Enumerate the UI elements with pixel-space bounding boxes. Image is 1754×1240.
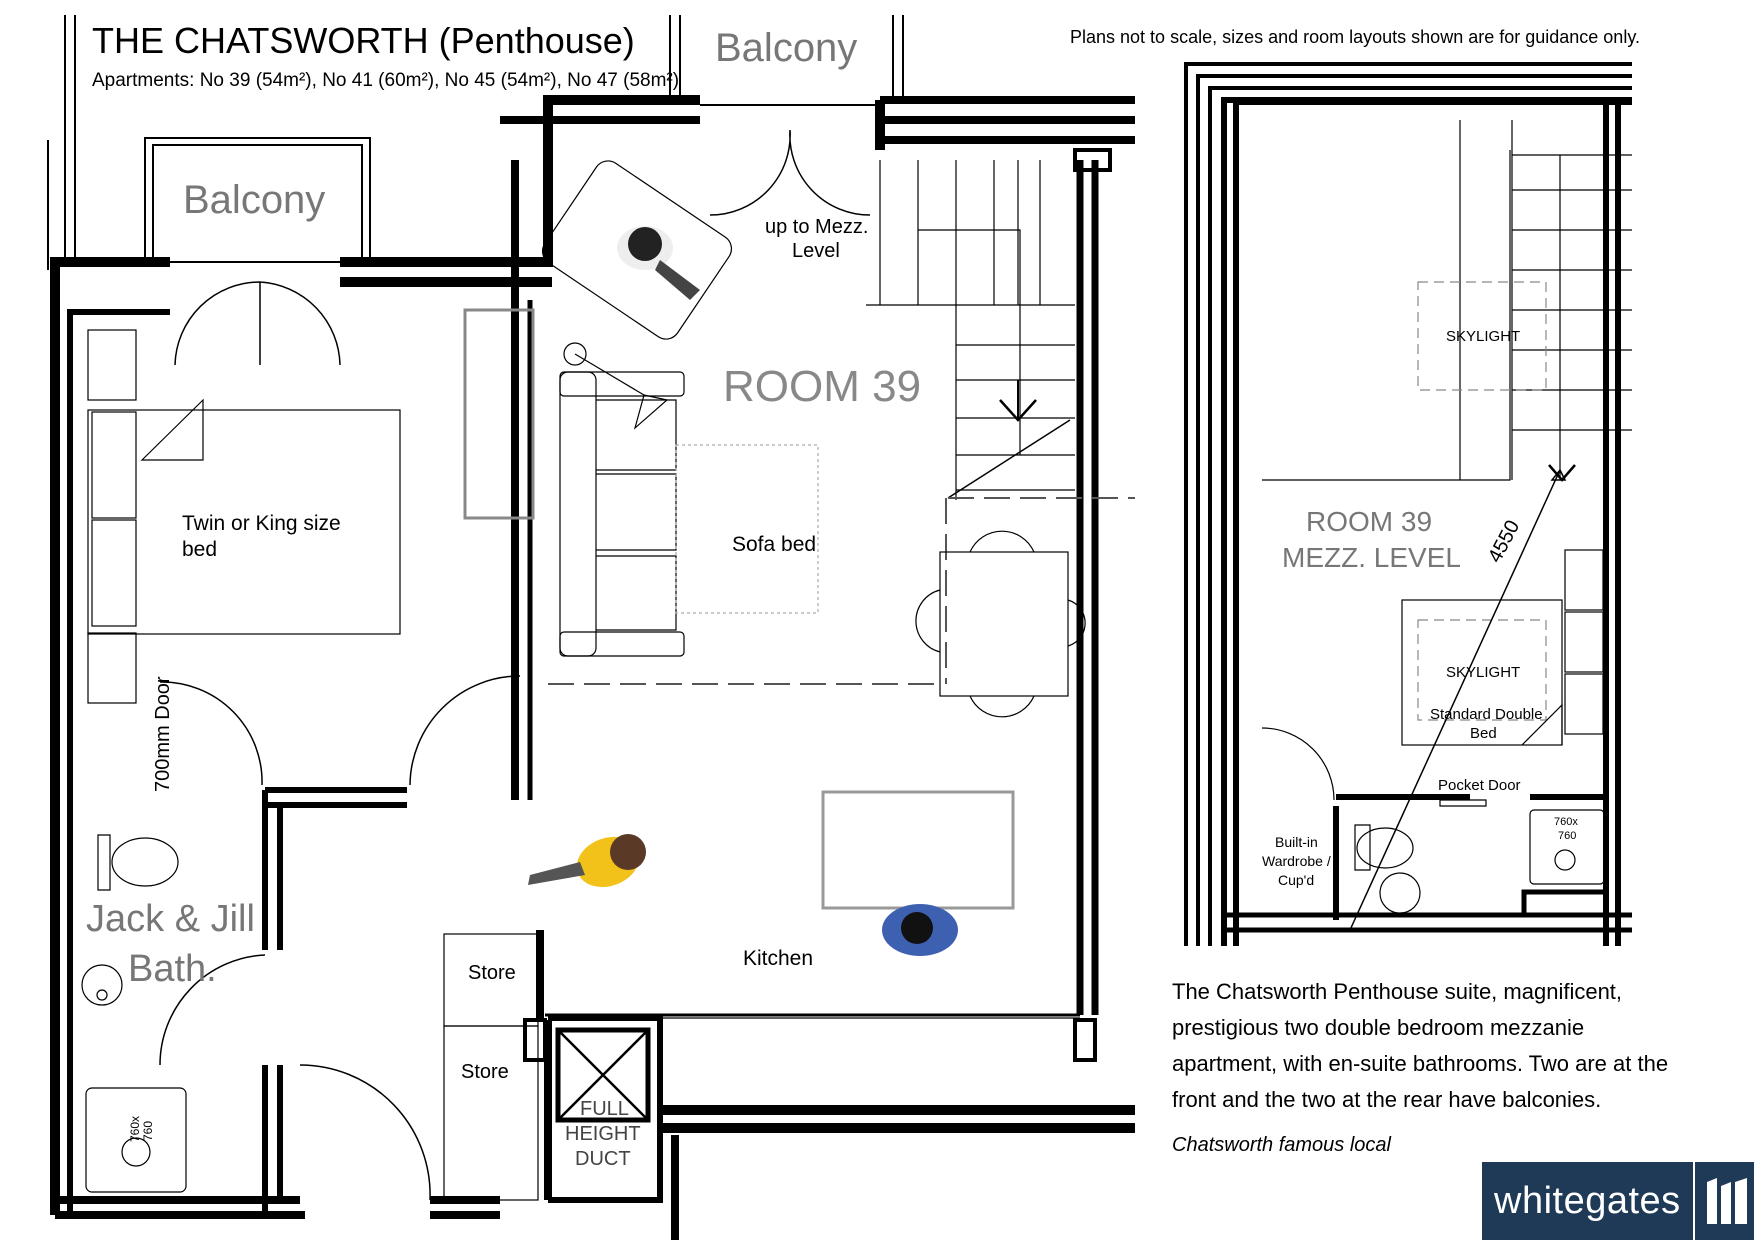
pocket-door-label: Pocket Door bbox=[1438, 777, 1521, 794]
logo-divider bbox=[1692, 1162, 1695, 1240]
whitegates-logo: whitegates bbox=[1482, 1162, 1754, 1240]
main-floor-walls bbox=[50, 95, 1135, 1240]
up-to-mezz-label-1: up to Mezz. bbox=[765, 216, 869, 238]
mezz-shower-label-1: 760x bbox=[1554, 816, 1578, 828]
bed-label-2: bed bbox=[182, 538, 218, 561]
gate-icon bbox=[1706, 1178, 1747, 1224]
bath-fixtures bbox=[81, 834, 187, 1193]
wardrobe-label-2: Wardrobe / bbox=[1262, 853, 1331, 869]
mezz-bed-label-2: Bed bbox=[1470, 725, 1497, 742]
mezz-bed-label-1: Standard Double bbox=[1430, 706, 1543, 723]
balcony-top-label: Balcony bbox=[715, 26, 858, 70]
description-text: The Chatsworth Penthouse suite, magnific… bbox=[1172, 979, 1669, 1112]
mezz-shower-label-2: 760 bbox=[1558, 830, 1577, 842]
up-to-mezz-label-2: Level bbox=[792, 240, 840, 262]
mezz-room-label-1: ROOM 39 bbox=[1306, 506, 1433, 537]
disclaimer-text: Plans not to scale, sizes and room layou… bbox=[1070, 27, 1640, 47]
mezzanine-edge-line bbox=[548, 497, 1135, 685]
people-figures bbox=[528, 226, 958, 956]
store-label-2: Store bbox=[461, 1061, 509, 1083]
shower-size-label-1: 760x bbox=[128, 1115, 143, 1143]
logo-text: whitegates bbox=[1494, 1179, 1681, 1222]
wardrobe-label-1: Built-in bbox=[1275, 834, 1318, 850]
room-39-label: ROOM 39 bbox=[723, 362, 922, 411]
bedroom-furniture bbox=[87, 308, 535, 704]
mezzanine-details bbox=[1261, 120, 1632, 931]
door-700mm-label: 700mm Door bbox=[152, 676, 174, 792]
stairs bbox=[866, 160, 1075, 500]
page-title: THE CHATSWORTH (Penthouse) bbox=[92, 20, 635, 61]
jack-jill-label-1: Jack & Jill bbox=[86, 898, 255, 940]
living-furniture bbox=[443, 160, 1086, 1201]
duct-label-1: FULL bbox=[580, 1098, 629, 1120]
store-label-1: Store bbox=[468, 962, 516, 984]
tagline-text: Chatsworth famous local bbox=[1172, 1134, 1391, 1156]
skylight-label-1: SKYLIGHT bbox=[1446, 328, 1521, 345]
wardrobe-label-3: Cup'd bbox=[1278, 872, 1315, 888]
mezzanine-walls bbox=[1184, 62, 1632, 946]
jack-jill-label-2: Bath. bbox=[128, 948, 217, 990]
mezz-room-label-2: MEZZ. LEVEL bbox=[1282, 542, 1461, 573]
bed-label-1: Twin or King size bbox=[182, 512, 341, 535]
balcony-left-label: Balcony bbox=[183, 178, 326, 222]
shower-size-label-2: 760 bbox=[141, 1120, 156, 1142]
kitchen-label: Kitchen bbox=[743, 947, 814, 970]
duct-label-2: HEIGHT bbox=[565, 1123, 641, 1145]
skylight-label-2: SKYLIGHT bbox=[1446, 664, 1521, 681]
doors bbox=[159, 129, 871, 1201]
duct-label-3: DUCT bbox=[575, 1148, 631, 1170]
apartments-subtitle: Apartments: No 39 (54m²), No 41 (60m²), … bbox=[92, 70, 680, 91]
sofa-bed-label: Sofa bed bbox=[732, 533, 817, 556]
balcony-outlines bbox=[47, 15, 904, 270]
